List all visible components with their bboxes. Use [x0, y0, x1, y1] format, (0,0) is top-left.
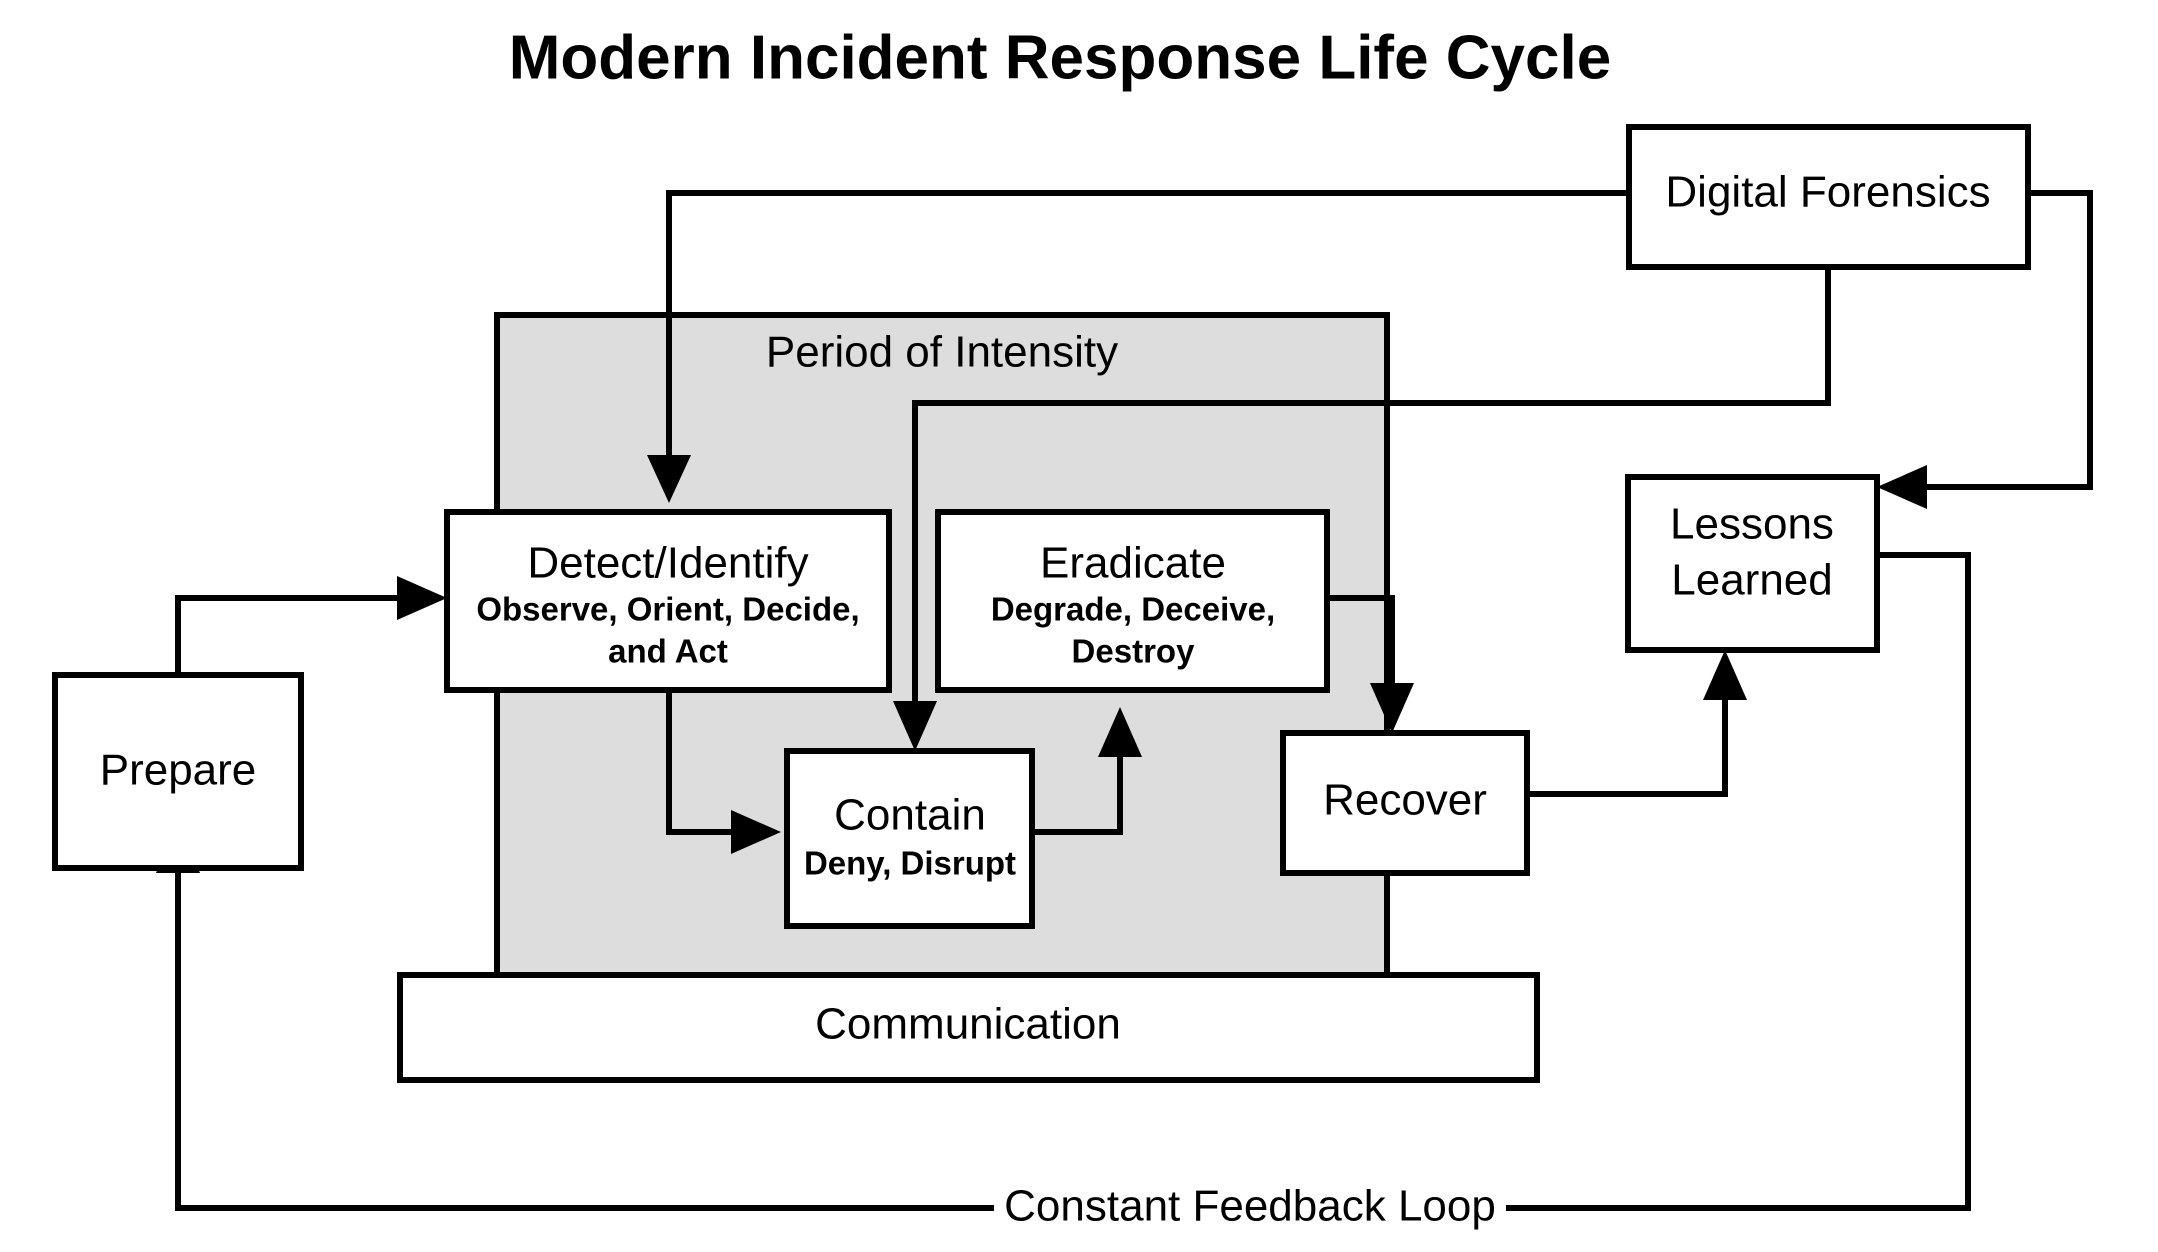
edge-digital-forensics-to-detect-identify	[647, 190, 1629, 503]
communication-zone[interactable]: Communication	[397, 972, 1540, 1083]
digital-forensics-box[interactable]	[1626, 124, 2031, 270]
contain-title: Contain	[834, 791, 986, 840]
arrowhead-icon	[1098, 707, 1142, 757]
node-contain[interactable]: Contain Deny, Disrupt	[784, 748, 1035, 929]
constant-feedback-loop-label: Constant Feedback Loop	[1004, 1182, 1496, 1231]
node-recover[interactable]: Recover	[1280, 730, 1530, 876]
edge-detect-identify-to-contain	[666, 690, 781, 854]
contain-box[interactable]	[784, 748, 1035, 929]
node-lessons-learned[interactable]: Lessons Learned	[1625, 474, 1880, 653]
digital-forensics-label: Digital Forensics	[1665, 168, 1990, 217]
node-eradicate[interactable]: Eradicate Degrade, Deceive, Destroy	[935, 509, 1330, 693]
recover-label: Recover	[1323, 776, 1487, 825]
edge-lessons-learned-to-prepare-feedback-loop: Constant Feedback Loop	[156, 552, 1971, 1236]
edge-digital-forensics-to-lessons-learned	[1877, 190, 2093, 509]
eradicate-title: Eradicate	[1040, 539, 1226, 588]
recover-box[interactable]	[1280, 730, 1530, 876]
edge-prepare-to-detect-identify	[175, 576, 447, 675]
arrowhead-icon	[397, 576, 447, 620]
edge-contain-to-eradicate	[1032, 707, 1142, 835]
contain-subtitle-line-1: Deny, Disrupt	[804, 845, 1016, 882]
eradicate-subtitle-line-1: Degrade, Deceive,	[991, 591, 1275, 628]
arrowhead-icon	[1703, 650, 1747, 700]
feedback-loop-label-backdrop	[994, 1180, 1506, 1236]
communication-label: Communication	[815, 1000, 1121, 1049]
arrowhead-icon	[647, 455, 691, 503]
prepare-label: Prepare	[100, 746, 257, 795]
node-prepare[interactable]: Prepare	[52, 672, 304, 871]
detect-identify-subtitle-line-1: Observe, Orient, Decide,	[476, 591, 859, 628]
arrowhead-icon	[1370, 683, 1414, 733]
arrowhead-icon	[893, 701, 937, 751]
edge-digital-forensics-to-contain	[893, 267, 1831, 751]
page-title: Modern Incident Response Life Cycle	[509, 23, 1611, 92]
detect-identify-title: Detect/Identify	[527, 539, 808, 588]
detect-identify-subtitle-line-2: and Act	[608, 633, 728, 670]
period-of-intensity-label: Period of Intensity	[766, 328, 1118, 377]
arrowhead-icon	[731, 810, 781, 854]
eradicate-subtitle-line-2: Destroy	[1072, 633, 1196, 670]
communication-box[interactable]	[397, 972, 1540, 1083]
node-digital-forensics[interactable]: Digital Forensics	[1626, 124, 2031, 270]
lessons-learned-box[interactable]	[1625, 474, 1880, 653]
detect-identify-box[interactable]	[444, 509, 892, 693]
node-detect-identify[interactable]: Detect/Identify Observe, Orient, Decide,…	[444, 509, 892, 693]
eradicate-box[interactable]	[935, 509, 1330, 693]
lessons-learned-title-line-2: Learned	[1671, 556, 1832, 605]
arrowhead-icon	[1877, 465, 1927, 509]
lessons-learned-title-line-1: Lessons	[1670, 500, 1834, 549]
edge-eradicate-to-recover	[1327, 595, 1414, 733]
prepare-box[interactable]	[52, 672, 304, 871]
edge-recover-to-lessons-learned	[1527, 650, 1747, 797]
